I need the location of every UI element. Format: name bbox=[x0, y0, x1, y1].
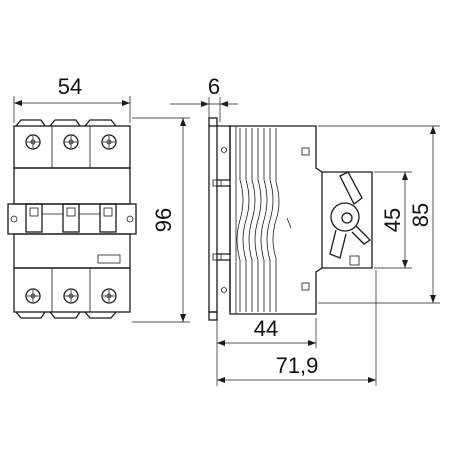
dimension-label-tab: 6 bbox=[208, 74, 220, 99]
screw-icon bbox=[101, 134, 117, 150]
side-din-rail-profile bbox=[208, 117, 231, 321]
side-housing bbox=[229, 125, 323, 315]
screw-icon bbox=[25, 134, 41, 150]
dimension-height-96: 96 bbox=[132, 117, 190, 323]
dimension-depth-total: 71,9 bbox=[216, 270, 377, 386]
handle-pole-2 bbox=[62, 203, 80, 233]
screw-icon bbox=[63, 288, 79, 304]
dimension-tab-6: 6 bbox=[170, 74, 238, 122]
dimension-label-height: 96 bbox=[151, 208, 176, 232]
indicator-window bbox=[97, 254, 121, 264]
dimension-label-height-45: 45 bbox=[380, 208, 405, 232]
dimension-height-45: 45 bbox=[374, 171, 412, 269]
handle-pole-3 bbox=[99, 203, 117, 233]
dimension-label-depth-44: 44 bbox=[254, 316, 278, 341]
dimension-height-85: 85 bbox=[318, 125, 440, 304]
front-middle-body bbox=[7, 167, 137, 269]
dimension-label-depth-total: 71,9 bbox=[276, 353, 319, 378]
dimension-label-width: 54 bbox=[58, 74, 82, 99]
screw-icon bbox=[101, 288, 117, 304]
dimension-width-54: 54 bbox=[13, 74, 131, 123]
dimension-depth-44: 44 bbox=[216, 316, 317, 348]
handle-pole-1 bbox=[25, 203, 43, 233]
front-bottom-terminals bbox=[13, 267, 131, 319]
side-toggle-handle bbox=[322, 171, 373, 269]
front-top-terminals bbox=[13, 119, 131, 169]
dimension-label-height-85: 85 bbox=[408, 203, 433, 227]
front-view: 54 96 bbox=[7, 74, 190, 323]
screw-icon bbox=[25, 288, 41, 304]
screw-icon bbox=[63, 134, 79, 150]
side-view: 6 bbox=[170, 74, 440, 386]
